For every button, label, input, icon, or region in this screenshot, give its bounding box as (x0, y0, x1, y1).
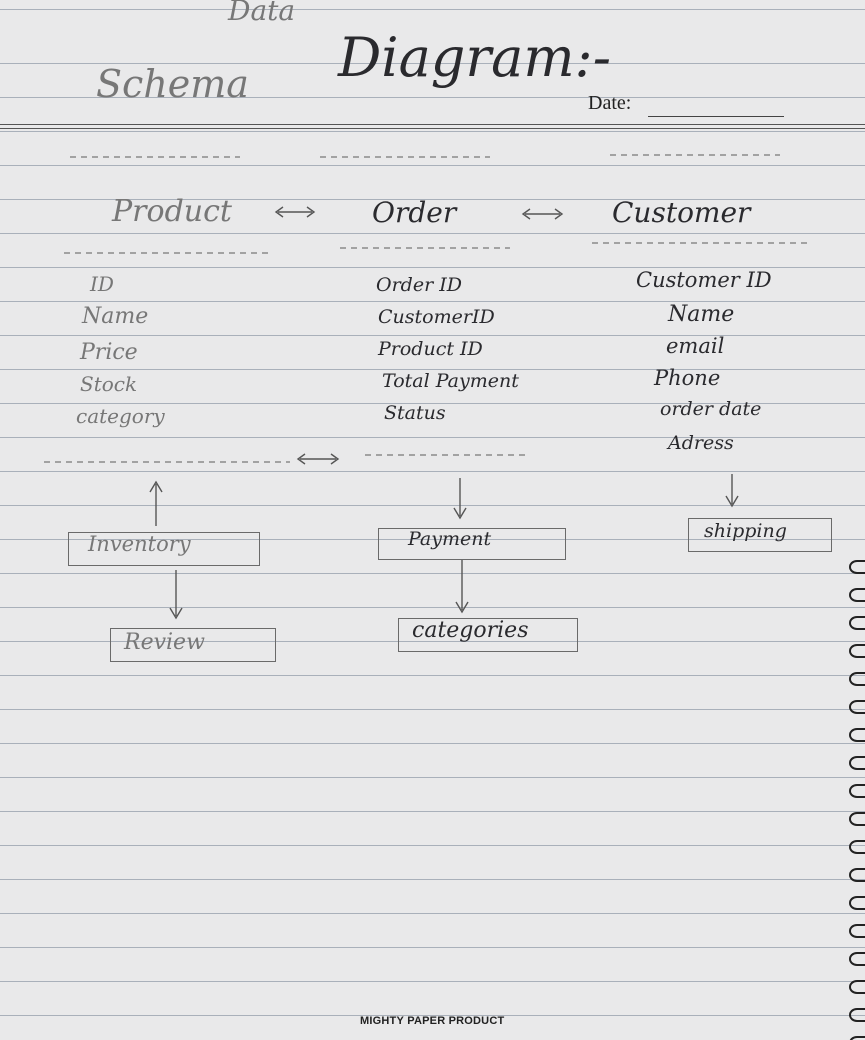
customer-field: Name (668, 302, 735, 327)
header-divider-bottom (0, 128, 865, 129)
date-label: Date: (588, 92, 632, 114)
entity-order-title: Order (372, 196, 457, 229)
order-field: Total Payment (382, 370, 519, 392)
entity-product-title: Product (112, 194, 232, 229)
payment-box (378, 528, 566, 560)
arrowhead (455, 601, 469, 614)
footer-brand: MIGHTY PAPER PRODUCT (360, 1015, 504, 1027)
customer-field: email (666, 334, 725, 358)
inventory-label: Inventory (88, 532, 191, 556)
spiral-binding (843, 560, 865, 1040)
shipping-label: shipping (704, 520, 787, 542)
order-field: Product ID (378, 338, 483, 360)
review-label: Review (124, 630, 205, 655)
inventory-box (68, 532, 260, 566)
arrowhead (330, 453, 340, 465)
customer-field: order date (660, 398, 762, 420)
arrowhead (306, 206, 316, 218)
customer-field: Phone (654, 366, 721, 390)
order-field: Order ID (376, 274, 462, 296)
heading-diagram: Diagram:- (338, 26, 611, 89)
review-box (110, 628, 276, 662)
arrowhead (554, 208, 564, 220)
customer-field: Adress (668, 432, 734, 454)
categories-label: categories (412, 618, 529, 643)
entity-customer-title: Customer (612, 196, 751, 229)
arrowhead (453, 507, 467, 520)
customer-field: Customer ID (636, 268, 772, 292)
arrowhead (725, 495, 739, 508)
product-field: category (76, 404, 165, 428)
date-underline (648, 116, 784, 117)
product-field: Stock (80, 372, 138, 396)
categories-box (398, 618, 578, 652)
header-divider-top (0, 124, 865, 125)
shipping-box (688, 518, 832, 552)
product-field: Name (82, 304, 149, 329)
arrowhead (169, 607, 183, 620)
product-field: ID (90, 272, 114, 296)
order-field: CustomerID (378, 306, 495, 328)
payment-label: Payment (408, 528, 492, 550)
product-field: Price (80, 340, 138, 365)
arrowhead (274, 206, 284, 218)
arrowhead (521, 208, 531, 220)
footer-brand-rest: PAPER PRODUCT (407, 1015, 505, 1027)
arrowhead (296, 453, 306, 465)
arrowhead (149, 480, 163, 493)
heading-schema: Schema (96, 62, 249, 106)
order-field: Status (384, 402, 446, 424)
heading-data: Data (228, 0, 296, 27)
footer-brand-name: MIGHTY (360, 1015, 404, 1027)
